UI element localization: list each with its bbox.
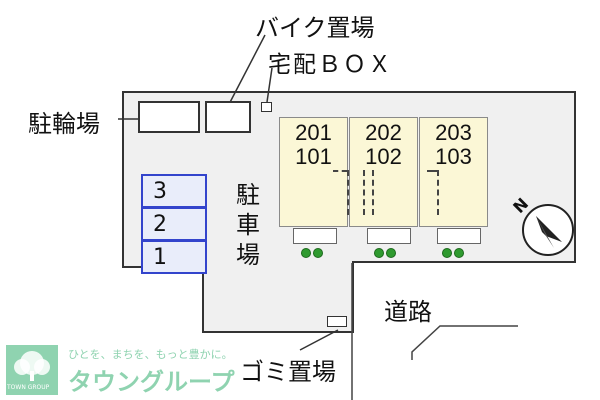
entrance-porch (367, 228, 411, 244)
parking-space-number: 3 (153, 179, 167, 204)
walkway-dash (363, 170, 365, 215)
compass-icon (522, 204, 574, 256)
parking-space-3: 3 (141, 174, 207, 208)
entrance-porch (293, 228, 337, 244)
shrub-icon (301, 248, 311, 258)
parking-space-2: 2 (141, 207, 207, 241)
unit-upper-number: 203 (435, 120, 472, 145)
walkway-dash (427, 170, 437, 172)
shrub-icon (386, 248, 396, 258)
bicycle-parking-label: 駐輪場 (28, 110, 100, 138)
parking-lot-label: 駐 車 場 (233, 180, 263, 270)
bike-parking-label: バイク置場 (255, 14, 375, 42)
walkway-dash (437, 170, 439, 215)
road-label: 道路 (384, 298, 432, 326)
logo-name: タウングループ (68, 368, 235, 396)
unit-block-2: 202 102 (349, 117, 418, 227)
town-group-logo-icon (6, 345, 58, 395)
walkway-dash (333, 170, 347, 172)
shrub-icon (442, 248, 452, 258)
parking-label-char: 場 (236, 241, 260, 269)
parking-space-number: 2 (153, 212, 167, 237)
unit-lower-number: 101 (295, 144, 332, 169)
bicycle-parking-area (138, 101, 200, 133)
parking-space-1: 1 (141, 240, 207, 274)
parking-space-number: 1 (153, 245, 167, 270)
delivery-box (261, 102, 272, 112)
logo-badge-text: TOWN GROUP (7, 384, 50, 391)
logo-tagline: ひとを、まちを、もっと豊かに。 (68, 348, 233, 361)
unit-block-1: 201 101 (279, 117, 348, 227)
walkway-dash (372, 170, 374, 215)
garbage-box (327, 316, 347, 327)
delivery-box-label: 宅配ＢＯＸ (268, 52, 393, 78)
unit-upper-number: 201 (295, 120, 332, 145)
parking-label-char: 駐 (236, 181, 260, 209)
shrub-icon (313, 248, 323, 258)
walkway-dash (347, 170, 349, 215)
unit-upper-number: 202 (365, 120, 402, 145)
garbage-label: ゴミ置場 (240, 358, 336, 386)
unit-lower-number: 103 (435, 144, 472, 169)
entrance-porch (437, 228, 481, 244)
unit-lower-number: 102 (365, 144, 402, 169)
unit-block-3: 203 103 (419, 117, 488, 227)
shrub-icon (454, 248, 464, 258)
shrub-icon (374, 248, 384, 258)
bike-parking-area (205, 101, 251, 133)
parking-label-char: 車 (236, 211, 260, 239)
